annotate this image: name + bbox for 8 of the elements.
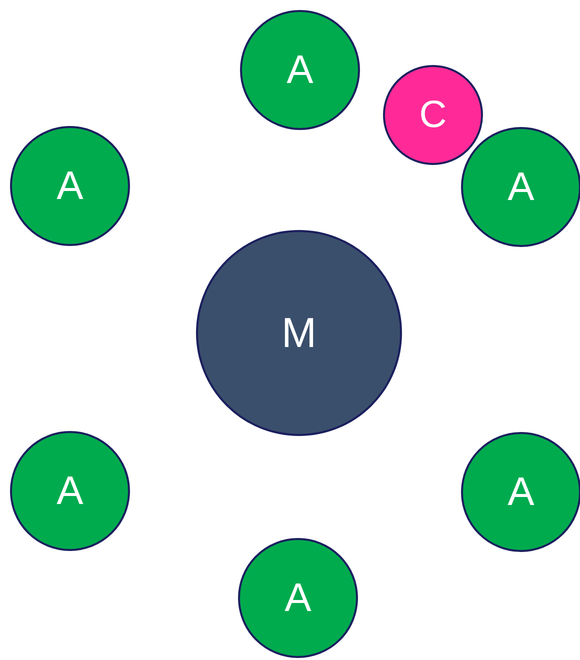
node-label: A [508, 472, 534, 512]
node-label: A [286, 50, 314, 90]
node-label: A [284, 578, 312, 618]
node-label: A [508, 167, 534, 207]
node-label: A [56, 166, 84, 206]
node-label: A [56, 471, 84, 511]
node-label: C [419, 96, 447, 134]
node-label: M [282, 312, 316, 354]
